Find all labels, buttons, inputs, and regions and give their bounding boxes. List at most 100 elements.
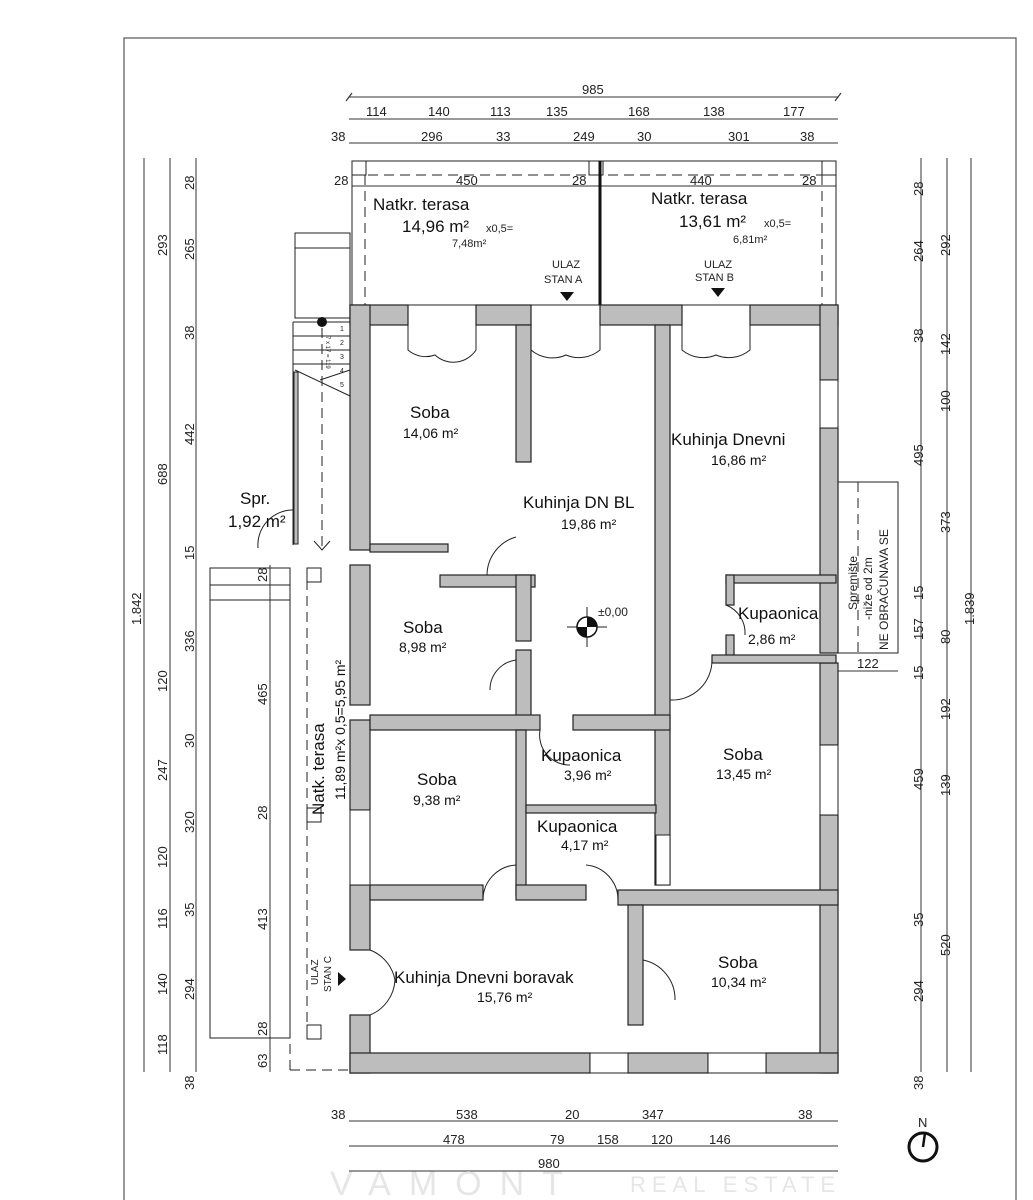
dim-right1: 38: [911, 329, 926, 343]
room-area: 11,89 m²x 0,5=5,95 m²: [332, 659, 348, 800]
watermark-sub: REAL ESTATE: [630, 1172, 841, 1197]
storage-not-counted: NE OBRAČUNAVA SE: [876, 529, 891, 650]
dim-left3: 442: [182, 423, 197, 445]
dim-right1: 294: [911, 980, 926, 1002]
storage-note: -niže od 2m: [861, 557, 875, 620]
room-area: 4,17 m²: [561, 837, 609, 853]
room-name: Natkr. terasa: [651, 189, 748, 208]
terrace-c-label: Natk. terasa 11,89 m²x 0,5=5,95 m²: [309, 659, 348, 815]
dim-top3: 38: [331, 129, 345, 144]
dim-left-inner: 28: [255, 1022, 270, 1036]
dim-left2: 140: [155, 973, 170, 995]
dim-left-inner: 63: [255, 1054, 270, 1068]
dim-bot1: 38: [331, 1107, 345, 1122]
dim-top4: 28: [334, 173, 348, 188]
room-name: Kuhinja Dnevni boravak: [394, 968, 574, 987]
dim-right-total: 1.839: [962, 592, 977, 625]
terrace-a-label: Natkr. terasa 14,96 m² x0,5= 7,48m²: [373, 195, 513, 250]
dim-right1: 35: [911, 913, 926, 927]
dim-left3: 336: [182, 630, 197, 652]
watermark-brand: VAMONT: [330, 1165, 581, 1200]
left-terrace: [209, 567, 350, 1071]
room-area: 10,34 m²: [711, 974, 767, 990]
dim-left2: 293: [155, 234, 170, 256]
stair-step: 5: [340, 382, 344, 389]
room-name: Soba: [403, 618, 443, 637]
room-area: 15,76 m²: [477, 989, 533, 1005]
dim-left2: 688: [155, 463, 170, 485]
dim-left3: 30: [182, 734, 197, 748]
dim-bot2: 158: [597, 1132, 619, 1147]
entrance-b: ULAZ STAN B: [695, 259, 734, 297]
top-dimensions: 985 114 140 113 135 168 138 177 38 296 3…: [331, 82, 842, 188]
dim-left-inner: 28: [255, 568, 270, 582]
storage-box: Spremište -niže od 2m NE OBRAČUNAVA SE: [837, 481, 899, 654]
dim-top2: 177: [783, 104, 805, 119]
dim-left3: 28: [182, 176, 197, 190]
room-area: 19,86 m²: [561, 516, 617, 532]
room-area: 16,86 m²: [711, 452, 767, 468]
room-area: 2,86 m²: [748, 631, 796, 647]
dim-right2: 192: [938, 698, 953, 720]
bottom-dimensions: 38 538 20 347 38 478 79 158 120 146 980: [331, 1107, 838, 1172]
dim-top4: 450: [456, 173, 478, 188]
room-name: Soba: [718, 953, 758, 972]
dim-left3: 294: [182, 978, 197, 1000]
room-name: Kupaonica: [537, 817, 618, 836]
room-area: 1,92 m²: [228, 512, 286, 531]
stair-step: 4: [340, 368, 344, 375]
entrance-label: ULAZ: [552, 259, 580, 271]
entrance-label: ULAZ: [704, 259, 732, 271]
north-label: N: [918, 1115, 927, 1130]
dim-top4: 440: [690, 173, 712, 188]
entrance-label: STAN B: [695, 272, 734, 284]
dim-left2: 120: [155, 846, 170, 868]
stair-step: 3: [340, 354, 344, 361]
room-name: Soba: [417, 770, 457, 789]
terrace-b-label: Natkr. terasa 13,61 m² x0,5= 6,81m²: [651, 189, 791, 246]
dim-top2: 168: [628, 104, 650, 119]
dim-bot1: 38: [798, 1107, 812, 1122]
room-name: Kupaonica: [738, 604, 819, 623]
dim-left3: 15: [182, 546, 197, 560]
dim-right1: 28: [911, 182, 926, 196]
dim-left-total: 1.842: [129, 592, 144, 625]
room-area: 13,61 m²: [679, 212, 746, 231]
entrance-c: ULAZ STAN C: [310, 956, 346, 992]
dim-top2: 114: [366, 104, 387, 119]
dim-left2: 247: [155, 759, 170, 781]
doors: [257, 325, 751, 1016]
level-marker: ±0,00: [567, 605, 628, 647]
entrance-label: ULAZ: [310, 959, 321, 985]
dim-bot1: 20: [565, 1107, 579, 1122]
room-factor: x0,5=: [764, 218, 791, 230]
dim-right1: 157: [911, 618, 926, 640]
dim-top4: 28: [802, 173, 816, 188]
room-result: 7,48m²: [452, 238, 487, 250]
dim-left-inner: 465: [255, 683, 270, 705]
dim-top3: 30: [637, 129, 651, 144]
dim-bot1: 538: [456, 1107, 478, 1122]
dim-right1: 15: [911, 586, 926, 600]
dim-right2: 80: [938, 630, 953, 644]
room-name: Kuhinja DN BL: [523, 493, 635, 512]
room-area: 9,38 m²: [413, 792, 461, 808]
dim-top2: 135: [546, 104, 568, 119]
dim-right1: 15: [911, 666, 926, 680]
north-arrow-icon: N: [907, 1115, 939, 1163]
room-name: Soba: [723, 745, 763, 764]
dim-right2: 142: [938, 333, 953, 355]
dim-bot-total: 980: [538, 1156, 560, 1171]
room-name: Kupaonica: [541, 746, 622, 765]
room-area: 14,06 m²: [403, 425, 459, 441]
dim-right2: 373: [938, 511, 953, 533]
dim-left2: 118: [155, 1034, 170, 1055]
stair-step: 2: [340, 340, 344, 347]
dim-left2: 116: [155, 908, 170, 929]
dim-right2: 100: [938, 390, 953, 412]
dim-left2: 120: [155, 670, 170, 692]
room-result: 6,81m²: [733, 234, 768, 246]
entrance-a: ULAZ STAN A: [544, 259, 583, 301]
room-area: 13,45 m²: [716, 766, 772, 782]
room-area: 3,96 m²: [564, 767, 612, 783]
